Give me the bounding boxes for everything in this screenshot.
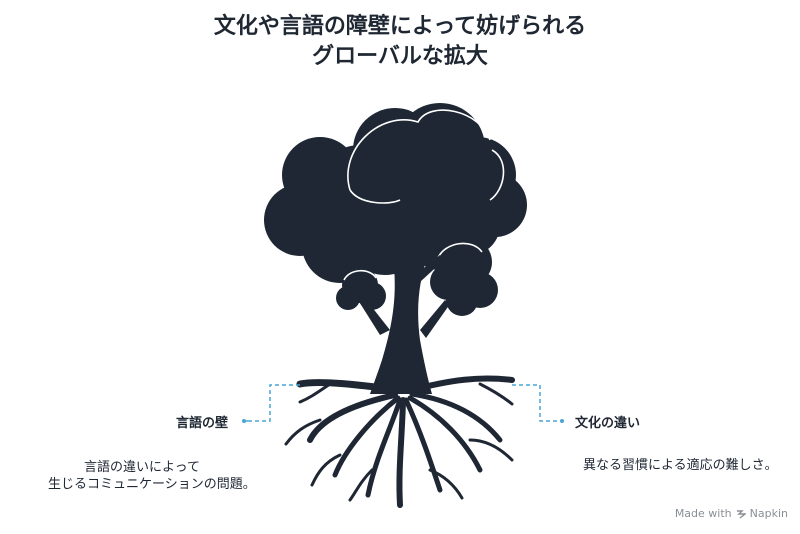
tree-roots	[284, 375, 515, 508]
right-branch-description: 異なる習慣による適応の難しさ。	[583, 458, 778, 473]
tree-trunk	[358, 244, 450, 394]
diagram-title: 文化や言語の障壁によって妨げられる グローバルな拡大	[0, 12, 800, 72]
right-branch-label: 文化の違い	[575, 416, 641, 431]
watermark: Made with Napkin	[675, 507, 788, 520]
left-branch-description: 言語の違いによって 生じるコミュニケーションの問題。	[48, 459, 256, 493]
connector-right-end-dot	[560, 419, 564, 423]
left-description-line-1: 言語の違いによって	[84, 460, 200, 475]
connector-left-end-dot	[242, 419, 246, 423]
left-description-line-2: 生じるコミュニケーションの問題。	[48, 477, 256, 492]
title-line-2: グローバルな拡大	[312, 44, 488, 69]
connector-left	[244, 384, 300, 422]
watermark-brand: Napkin	[749, 507, 788, 520]
title-line-1: 文化や言語の障壁によって妨げられる	[213, 14, 587, 39]
napkin-logo-icon	[736, 509, 746, 519]
connector-right	[512, 384, 560, 422]
watermark-prefix: Made with	[674, 507, 732, 520]
canopy-outlines	[343, 109, 505, 281]
left-branch-label: 言語の壁	[176, 416, 229, 431]
